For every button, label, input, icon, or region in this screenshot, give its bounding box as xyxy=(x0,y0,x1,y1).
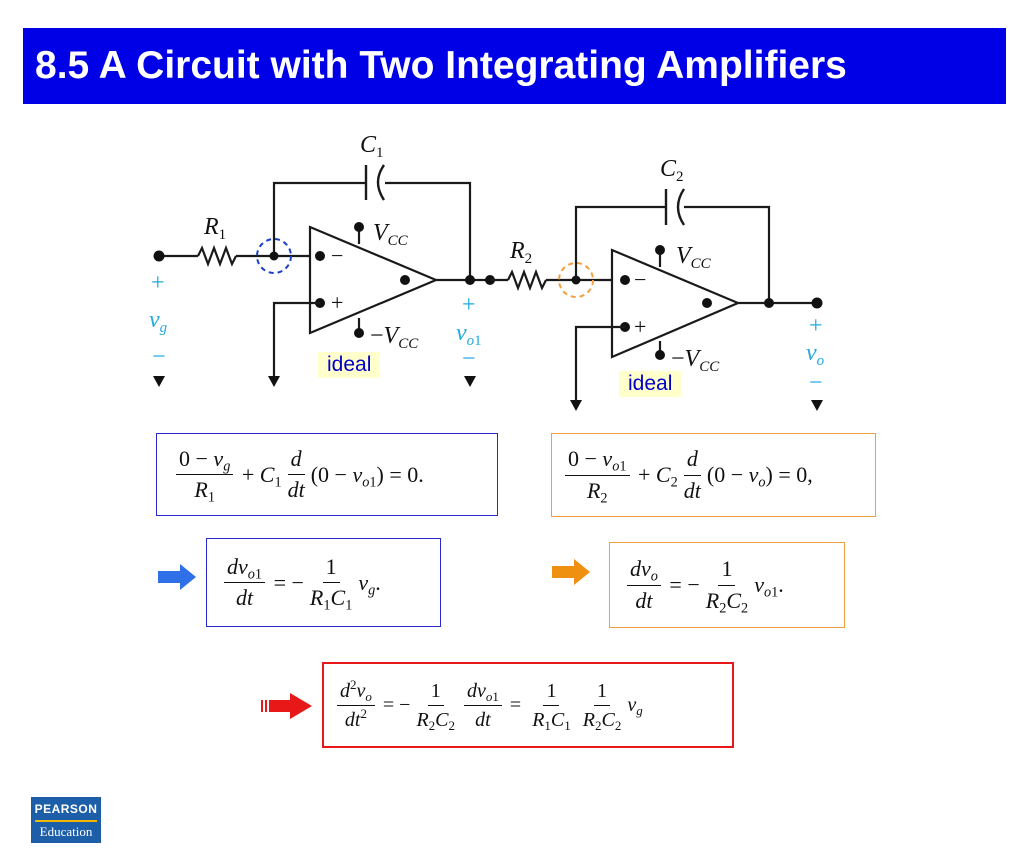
c2-curved-plate xyxy=(676,188,686,226)
svg-text:+: + xyxy=(331,290,343,315)
label-neg-vcc-1: −VCC xyxy=(370,323,419,352)
pearson-logo: PEARSON Education xyxy=(31,797,101,843)
c1-curved-plate xyxy=(376,164,386,201)
label-r2: R2 xyxy=(509,238,532,267)
node-highlight-2 xyxy=(558,262,594,298)
logo-line-1: PEARSON xyxy=(34,802,98,816)
ideal-label-1: ideal xyxy=(318,352,381,378)
node-highlight-1 xyxy=(256,238,292,274)
label-vo1: vo1 xyxy=(456,320,482,349)
vg-terminal xyxy=(153,250,165,262)
label-c1: C1 xyxy=(360,132,384,161)
label-c2: C2 xyxy=(660,156,684,185)
svg-text:−: − xyxy=(152,344,166,370)
ground-vg xyxy=(153,376,165,387)
vo-terminal xyxy=(811,297,823,309)
ground-1 xyxy=(268,376,280,387)
opamp-2 xyxy=(610,248,741,359)
r2-resistor xyxy=(507,268,547,292)
svg-text:−: − xyxy=(634,267,646,292)
label-neg-vcc-2: −VCC xyxy=(671,346,720,375)
stage-1 xyxy=(153,164,495,387)
label-r1: R1 xyxy=(203,214,226,243)
label-vo: vo xyxy=(806,340,825,369)
title-bar: 8.5 A Circuit with Two Integrating Ampli… xyxy=(23,28,1006,104)
ground-vo xyxy=(811,400,823,411)
opamp-1 xyxy=(308,225,439,335)
svg-text:−: − xyxy=(462,346,476,372)
label-vcc-2: VCC xyxy=(676,243,712,272)
slide-title: 8.5 A Circuit with Two Integrating Ampli… xyxy=(35,44,847,87)
svg-text:+: + xyxy=(151,270,165,296)
ground-2 xyxy=(570,400,582,411)
ideal-label-2: ideal xyxy=(619,371,682,397)
label-vcc-1: VCC xyxy=(373,220,409,249)
r1-resistor xyxy=(197,244,237,268)
svg-text:−: − xyxy=(809,370,823,396)
ground-vo1 xyxy=(464,376,476,387)
blue-arrow xyxy=(158,564,196,590)
svg-text:+: + xyxy=(809,313,823,339)
stage-2 xyxy=(490,188,823,411)
svg-text:+: + xyxy=(634,314,646,339)
label-vg: vg xyxy=(149,307,168,336)
svg-text:−: − xyxy=(331,243,343,268)
logo-line-2: Education xyxy=(39,824,93,839)
orange-arrow xyxy=(552,559,590,585)
red-arrow xyxy=(261,693,312,719)
svg-text:+: + xyxy=(462,292,476,318)
